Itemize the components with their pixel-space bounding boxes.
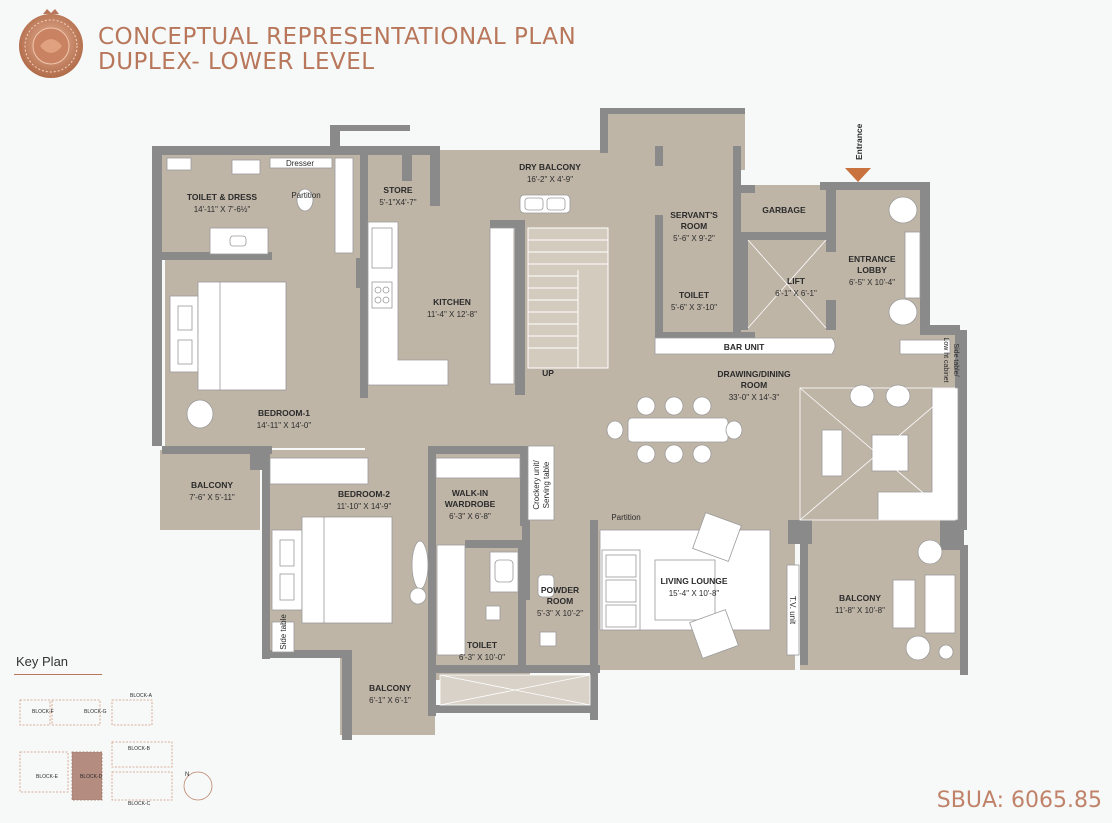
dim-toilet-bottom: 6'-3" X 10'-0" <box>459 653 505 662</box>
label-powder-room-1: POWDER <box>541 585 579 595</box>
label-drawing-dining-1: DRAWING/DINING <box>717 369 791 379</box>
dim-walkin: 6'-3" X 6'-8" <box>449 512 491 521</box>
dim-balcony-right: 11'-8" X 10'-8" <box>835 606 885 615</box>
label-living-lounge: LIVING LOUNGE <box>660 576 727 586</box>
key-block-b: BLOCK-B <box>128 746 151 752</box>
dim-kitchen: 11'-4" X 12'-8" <box>427 310 477 319</box>
brand-logo-icon <box>19 9 83 78</box>
label-walkin-1: WALK-IN <box>452 488 488 498</box>
label-partition-top: Partition <box>291 191 320 200</box>
room-labels: TOILET & DRESS 14'-11" X 7'-6½" Dresser … <box>187 159 896 705</box>
label-servants-room-1: SERVANT'S <box>670 210 718 220</box>
dim-entrance-lobby: 6'-5" X 10'-4" <box>849 278 895 287</box>
label-entrance-lobby-1: ENTRANCE <box>848 254 896 264</box>
dim-balcony-bottom: 6'-1" X 6'-1" <box>369 696 411 705</box>
furniture <box>166 157 959 661</box>
key-block-e: BLOCK-E <box>36 774 59 780</box>
entrance-arrow-icon <box>845 168 871 182</box>
key-plan-title: Key Plan <box>16 654 69 669</box>
label-balcony-right: BALCONY <box>839 593 881 603</box>
key-block-a: BLOCK-A <box>130 693 153 699</box>
entrance-label: Entrance <box>854 123 864 160</box>
label-crockery-1: Crockery unit/ <box>532 460 541 510</box>
dim-balcony1: 7'-6" X 5'-11" <box>189 493 235 502</box>
label-dresser: Dresser <box>286 159 314 168</box>
label-tv-unit: T.V. unit <box>788 596 797 625</box>
lift-shaft <box>439 239 956 706</box>
key-block-f: BLOCK-F <box>32 709 54 715</box>
key-block-g: BLOCK-G <box>84 709 107 715</box>
dim-toilet-servant: 5'-6" X 3'-10" <box>671 303 717 312</box>
label-toilet-bottom: TOILET <box>467 640 498 650</box>
dim-toilet-dress: 14'-11" X 7'-6½" <box>194 205 251 214</box>
label-store: STORE <box>383 185 412 195</box>
label-lift: LIFT <box>787 276 806 286</box>
label-entrance-lobby-2: LOBBY <box>857 265 887 275</box>
label-crockery-2: Serving table <box>542 461 551 508</box>
dim-dry-balcony: 16'-2" X 4'-9" <box>527 175 573 184</box>
key-block-c: BLOCK-C <box>128 801 151 807</box>
label-powder-room-2: ROOM <box>547 596 573 606</box>
label-kitchen: KITCHEN <box>433 297 471 307</box>
label-toilet-dress: TOILET & DRESS <box>187 192 258 202</box>
dim-lift: 6'-1" X 6'-1" <box>775 289 817 298</box>
key-plan <box>19 699 173 801</box>
title-line-2: DUPLEX- LOWER LEVEL <box>98 49 375 75</box>
north-compass-icon <box>183 771 213 801</box>
dim-bedroom2: 11'-10" X 14'-9" <box>337 502 392 511</box>
label-bedroom2: BEDROOM-2 <box>338 489 390 499</box>
dim-bedroom1: 14'-11" X 14'-0" <box>257 421 312 430</box>
key-plan-divider <box>14 674 102 675</box>
sbua-value: SBUA: 6065.85 <box>936 788 1102 813</box>
title-line-1: CONCEPTUAL REPRESENTATIONAL PLAN <box>98 24 577 50</box>
label-bar-unit: BAR UNIT <box>724 342 765 352</box>
label-servants-room-2: ROOM <box>681 221 707 231</box>
label-balcony-bottom: BALCONY <box>369 683 411 693</box>
walls <box>152 108 968 740</box>
label-dry-balcony: DRY BALCONY <box>519 162 581 172</box>
dim-powder-room: 5'-3" X 10'-2" <box>537 609 583 618</box>
north-label: N <box>185 772 189 778</box>
key-block-d: BLOCK-D <box>80 774 103 780</box>
dim-drawing-dining: 33'-0" X 14'-3" <box>729 393 780 402</box>
dim-servants-room: 5'-6" X 9'-2" <box>673 234 715 243</box>
label-walkin-2: WARDROBE <box>445 499 496 509</box>
dim-store: 5'-1"X4'-7" <box>379 198 416 207</box>
key-plan-labels: BLOCK-A BLOCK-F BLOCK-G BLOCK-B BLOCK-E … <box>32 693 153 807</box>
label-bedroom1: BEDROOM-1 <box>258 408 310 418</box>
label-partition-lounge: Partition <box>611 513 640 522</box>
plan-title: CONCEPTUAL REPRESENTATIONAL PLAN DUPLEX-… <box>98 25 576 75</box>
dim-living-lounge: 15'-4" X 10'-8" <box>669 589 720 598</box>
label-garbage: GARBAGE <box>762 205 806 215</box>
label-drawing-dining-2: ROOM <box>741 380 767 390</box>
label-up: UP <box>542 368 554 378</box>
staircase <box>527 227 609 369</box>
label-side-table-low-1: Side table/ <box>952 343 959 376</box>
label-toilet-servant: TOILET <box>679 290 710 300</box>
label-side-table: Side table <box>279 614 288 650</box>
label-balcony1: BALCONY <box>191 480 233 490</box>
label-side-table-low-2: Low ht cabinet <box>942 337 949 382</box>
